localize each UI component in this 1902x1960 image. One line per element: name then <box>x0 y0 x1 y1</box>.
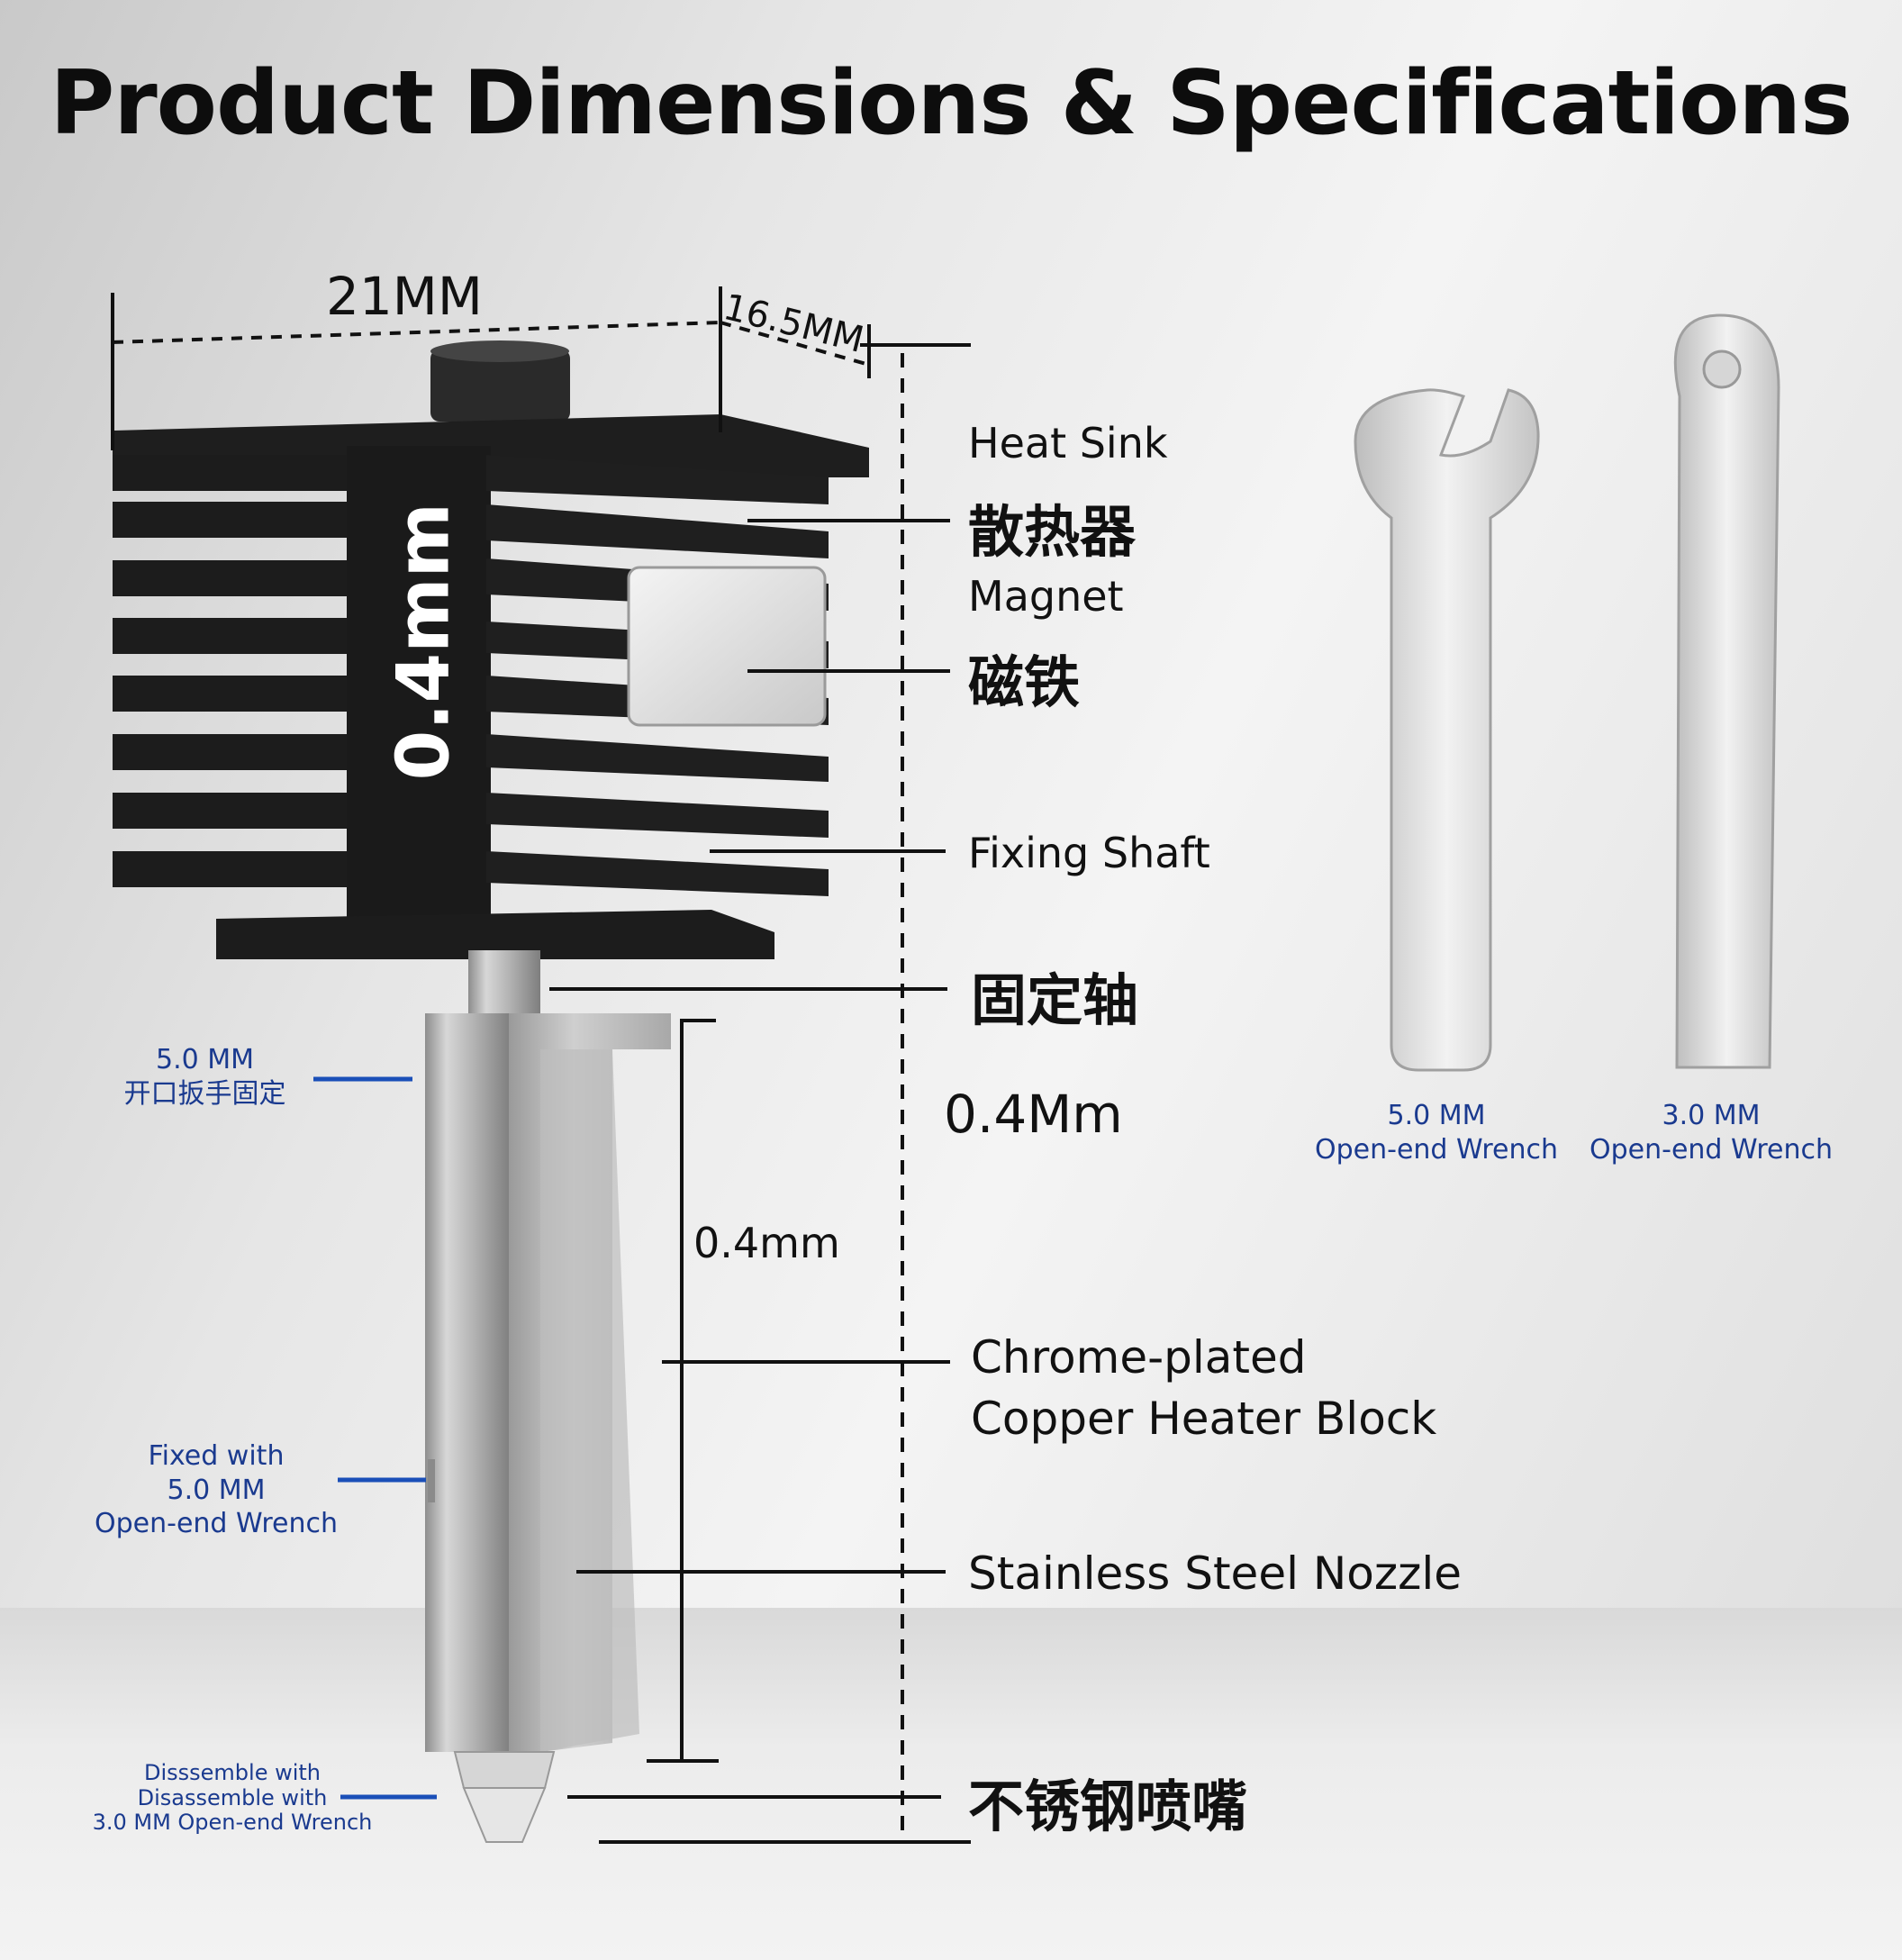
wrench-3mm-caption: 3.0 MM Open-end Wrench <box>1585 1099 1837 1166</box>
wrench-5mm <box>1354 388 1540 1072</box>
magnet <box>627 566 827 727</box>
side-size-mark: 0.4Mm <box>944 1084 1123 1145</box>
note-middle-line2: 5.0 MM <box>167 1474 266 1506</box>
heat-sink <box>113 340 869 959</box>
dimension-lines <box>111 286 971 1844</box>
nozzle-label-en: Stainless Steel Nozzle <box>968 1547 1462 1600</box>
page-title: Product Dimensions & Specifications <box>50 52 1853 155</box>
fixing-shaft-label-en: Fixing Shaft <box>968 829 1210 877</box>
heat-sink-size-mark: 0.4mm <box>381 503 466 781</box>
leader-lines <box>549 519 950 1799</box>
heater-block <box>425 1013 671 1752</box>
block-size-mark: 0.4mm <box>693 1219 840 1267</box>
width-dimension: 21MM <box>326 266 483 327</box>
heat-sink-spine <box>347 446 491 950</box>
fixing-shaft-label-cn: 固定轴 <box>971 967 1139 1033</box>
note-bottom: Disssemble with Disassemble with 3.0 MM … <box>88 1760 376 1836</box>
note-top-line1: 5.0 MM <box>155 1044 254 1075</box>
heater-block-label-line2: Copper Heater Block <box>971 1393 1437 1445</box>
note-middle-line3: Open-end Wrench <box>95 1508 338 1539</box>
heat-sink-left-fins <box>113 455 356 887</box>
note-middle-line1: Fixed with <box>148 1440 285 1472</box>
heater-block-label-line1: Chrome-plated <box>971 1331 1307 1384</box>
wrench-5mm-size: 5.0 MM <box>1387 1100 1486 1131</box>
note-bottom-line1: Disssemble with <box>143 1760 322 1785</box>
nozzle-label-cn: 不锈钢喷嘴 <box>968 1774 1248 1839</box>
fixing-shaft <box>468 950 540 1018</box>
wrench-3mm <box>1673 313 1780 1069</box>
magnet-label-en: Magnet <box>968 572 1124 621</box>
note-bottom-line2: Disassemble with <box>137 1784 328 1810</box>
wrench-5mm-caption: 5.0 MM Open-end Wrench <box>1310 1099 1562 1166</box>
note-top: 5.0 MM 开口扳手固定 <box>95 1043 315 1111</box>
wrench-3mm-name: Open-end Wrench <box>1590 1133 1833 1166</box>
magnet-label-cn: 磁铁 <box>968 649 1081 715</box>
top-bolt <box>430 349 570 422</box>
note-bottom-line3: 3.0 MM Open-end Wrench <box>92 1810 373 1836</box>
note-top-line2: 开口扳手固定 <box>123 1077 286 1110</box>
wrench-5mm-name: Open-end Wrench <box>1315 1133 1558 1166</box>
blue-callout-lines <box>313 1076 437 1800</box>
floor-surface <box>0 1608 1902 1960</box>
note-middle: Fixed with 5.0 MM Open-end Wrench <box>86 1439 347 1541</box>
heat-sink-label-en: Heat Sink <box>968 419 1168 467</box>
heat-sink-bottom-plate <box>216 910 774 959</box>
heat-sink-label-cn: 散热器 <box>968 499 1137 565</box>
nozzle <box>453 1751 556 1843</box>
wrench-3mm-size: 3.0 MM <box>1662 1100 1761 1131</box>
